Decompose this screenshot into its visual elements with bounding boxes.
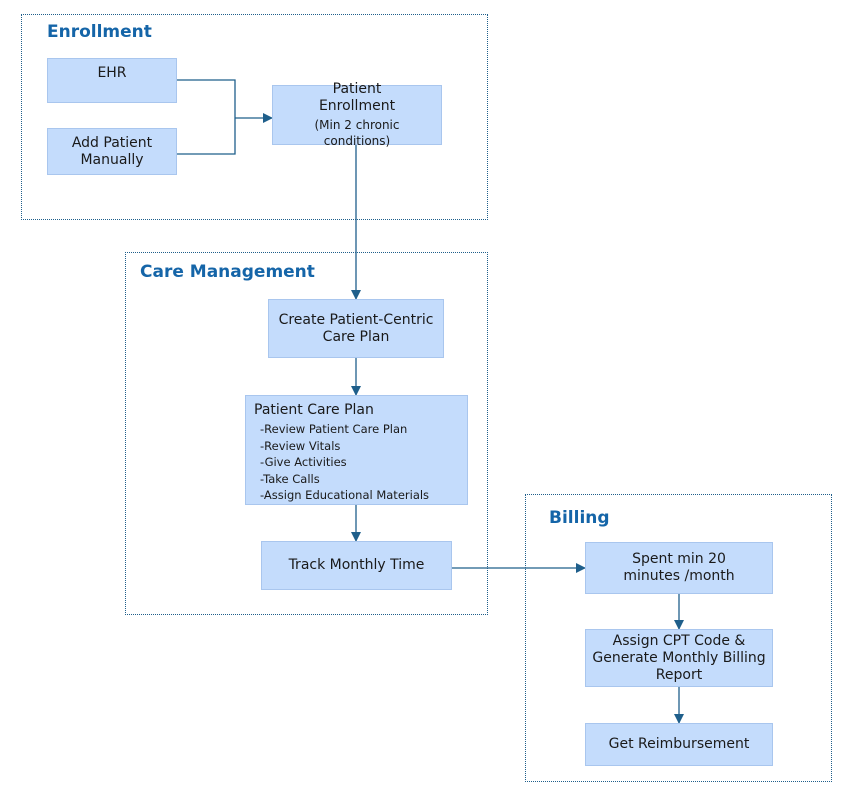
patient-care-plan-node: Patient Care Plan -Review Patient Care P… [245,395,468,505]
assign-cpt-node: Assign CPT Code & Generate Monthly Billi… [585,629,773,687]
patient-enrollment-node-label: Patient Enrollment [318,81,396,114]
patient-enrollment-node-sub: (Min 2 chronic conditions) [314,118,400,148]
spent-min-node: Spent min 20 minutes /month [585,542,773,594]
billing-group-title: Billing [549,508,610,528]
add-patient-node: Add Patient Manually [47,128,177,175]
care-plan-task-item: -Review Vitals [260,438,341,453]
track-time-node: Track Monthly Time [261,541,452,590]
ehr-node: EHR [47,58,177,103]
care-plan-task-item: -Assign Educational Materials [260,488,430,502]
reimbursement-node: Get Reimbursement [585,723,773,766]
enrollment-group [21,14,488,220]
ehr-node-label: EHR [97,65,127,81]
add-patient-node-label: Add Patient Manually [71,134,153,168]
spent-min-node-label: Spent min 20 minutes /month [623,551,735,584]
care-management-group-title: Care Management [140,262,315,282]
care-plan-task-item: -Review Patient Care Plan [260,422,408,436]
track-time-node-label: Track Monthly Time [288,557,425,573]
create-plan-node-label: Create Patient-Centric Care Plan [278,311,434,345]
care-plan-task-list: -Review Patient Care Plan -Review Vitals… [260,421,429,504]
care-plan-task-item: -Give Activities [260,455,347,469]
patient-care-plan-node-label: Patient Care Plan [254,402,374,418]
create-plan-node: Create Patient-Centric Care Plan [268,299,444,358]
patient-enrollment-node: Patient Enrollment (Min 2 chronic condit… [272,81,442,148]
care-management-group [125,252,488,615]
care-plan-task-item: -Take Calls [260,471,320,486]
assign-cpt-node-label: Assign CPT Code & Generate Monthly Billi… [592,632,766,683]
billing-group [525,494,832,782]
enrollment-group-title: Enrollment [47,22,152,42]
reimbursement-node-label: Get Reimbursement [608,736,750,752]
